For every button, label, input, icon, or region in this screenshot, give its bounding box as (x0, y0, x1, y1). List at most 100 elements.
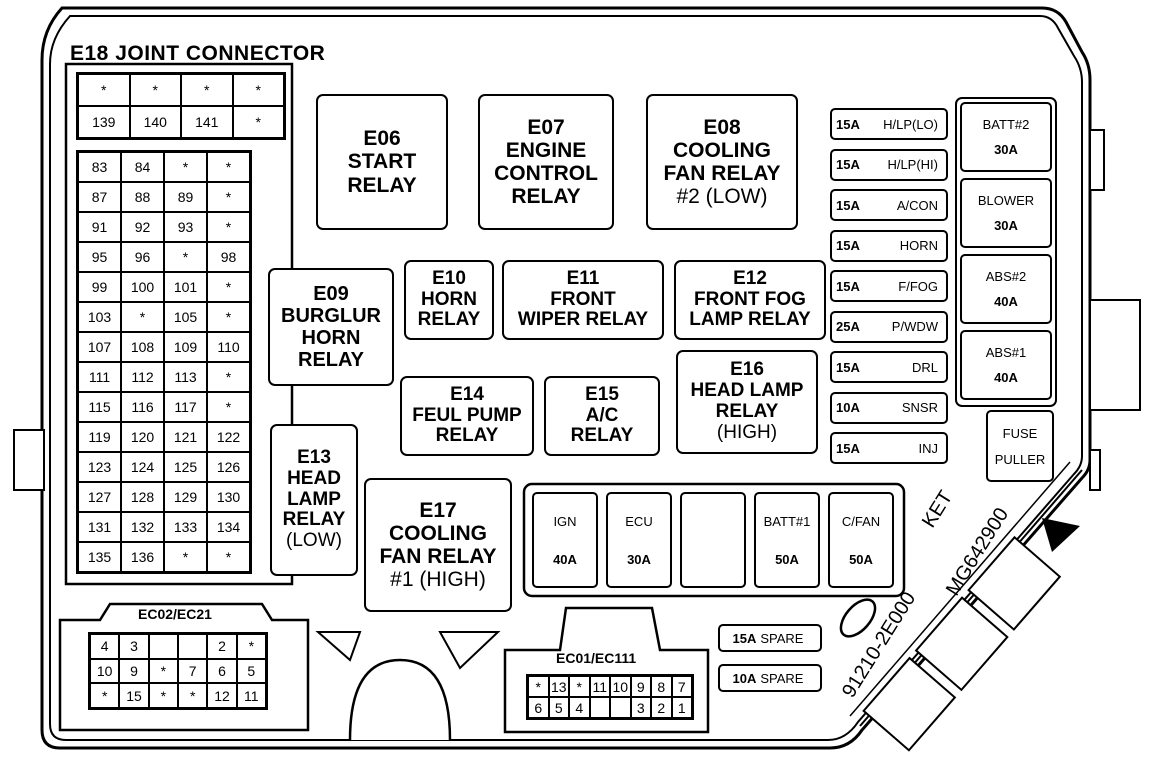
relay-e14-line: RELAY (435, 425, 499, 447)
small-fuse-amp: 15A (836, 197, 860, 213)
ec01-cell: 5 (548, 697, 569, 718)
relay-e10-line: RELAY (417, 309, 481, 331)
ec02-cell: 7 (178, 658, 208, 684)
relay-e08-line: #2 (LOW) (676, 185, 768, 209)
jc-main-cell: * (207, 302, 250, 332)
relay-e08-line: COOLING (673, 138, 771, 162)
jc-main-cell: 127 (78, 482, 121, 512)
relay-e17-line: COOLING (389, 521, 487, 545)
jc-top-cell: * (232, 106, 284, 138)
relay-e08-line: E08 (703, 115, 741, 139)
relay-e10-line: HORN (421, 288, 477, 310)
relay-e07-line: ENGINE (505, 138, 587, 162)
small-fuse-name: SNSR (901, 400, 938, 415)
relay-e09-line: BURGLUR (281, 305, 381, 327)
ec01-cell: 10 (610, 676, 631, 697)
jc-main-cell: 136 (121, 542, 164, 572)
jc-main-cell: * (207, 272, 250, 302)
jc-top-cell: * (181, 74, 233, 106)
jc-main-cell: 105 (164, 302, 207, 332)
ec01-cell (610, 697, 631, 718)
relay-e09-line: HORN (301, 327, 361, 349)
spare-fuse-1-name: SPARE (760, 630, 804, 646)
jc-top-cell: 139 (78, 106, 130, 138)
jc-main-cell: 100 (121, 272, 164, 302)
ec02-cell: * (236, 634, 266, 659)
bottom-fuse-name: IGN (553, 513, 577, 529)
jc-main-cell: 91 (78, 212, 121, 242)
jc-main-cell: 126 (207, 452, 250, 482)
ec01-cell: 4 (569, 697, 590, 718)
jc-main-cell: 112 (121, 362, 164, 392)
jc-main-cell: 99 (78, 272, 121, 302)
jc-main-cell: 125 (164, 452, 207, 482)
jc-main-cell: 115 (78, 392, 121, 422)
jc-main-cell: * (207, 152, 250, 182)
right-fuse-name: BATT#2 (982, 117, 1030, 132)
ec01-cell: 8 (651, 676, 672, 697)
ec01-cell: 13 (548, 676, 569, 697)
right-fuse-name: BLOWER (977, 193, 1035, 208)
ec01-cell (589, 697, 610, 718)
bottom-fuse-amp: 50A (849, 551, 873, 567)
bottom-fuse (680, 492, 746, 588)
ec02-cell: 9 (119, 658, 149, 684)
ec01-cell: * (569, 676, 590, 697)
relay-e12-line: LAMP RELAY (689, 309, 811, 331)
relay-e11-line: E11 (566, 267, 600, 289)
relay-e12-line: E12 (733, 267, 767, 289)
relay-e17-line: FAN RELAY (379, 545, 497, 568)
jc-main-cell: 133 (164, 512, 207, 542)
jc-main-cell: * (207, 212, 250, 242)
jc-main-cell: 119 (78, 422, 121, 452)
jc-main-cell: 128 (121, 482, 164, 512)
jc-main-cell: 110 (207, 332, 250, 362)
bottom-fuse-name: C/FAN (841, 513, 881, 529)
fuse-puller: FUSE PULLER (986, 410, 1054, 482)
jc-main-cell: 131 (78, 512, 121, 542)
jc-main-cell: 83 (78, 152, 121, 182)
jc-top-cell: * (78, 74, 130, 106)
ec02-title: EC02/EC21 (138, 606, 212, 622)
jc-main-cell: 98 (207, 242, 250, 272)
relay-e06-line: RELAY (347, 173, 417, 197)
jc-main-cell: 124 (121, 452, 164, 482)
right-fuse-amp: 30A (994, 218, 1018, 233)
relay-e09-line: E09 (313, 283, 349, 305)
right-fuse-name: ABS#1 (985, 345, 1027, 360)
ec02-cell (148, 634, 178, 659)
small-fuse-name: HORN (899, 238, 938, 253)
relay-e17-line: #1 (HIGH) (390, 568, 486, 592)
ec02-cell: 10 (90, 658, 120, 684)
small-fuse: 10A SNSR (830, 391, 948, 424)
relay-e13-line: E13 (297, 446, 331, 468)
ec02-cell: * (90, 683, 120, 708)
relay-e16-line: (HIGH) (716, 421, 778, 443)
relay-e14-line: E14 (450, 383, 484, 405)
jc-main-cell: 92 (121, 212, 164, 242)
small-fuse-amp: 10A (836, 400, 860, 415)
relay-e13-line: RELAY (282, 509, 346, 531)
jc-main-cell: 101 (164, 272, 207, 302)
small-fuse-amp: 15A (836, 238, 860, 253)
ec02-cell: 6 (207, 658, 237, 684)
relay-e12-line: FRONT FOG (694, 288, 806, 310)
relay-e16-line: HEAD LAMP (690, 380, 804, 402)
joint-connector-title: E18 JOINT CONNECTOR (70, 42, 326, 65)
jc-main-cell: 132 (121, 512, 164, 542)
relay-e07-line: CONTROL (494, 162, 598, 185)
relay-e13-line: LAMP (287, 488, 341, 510)
ec02-cell: * (148, 658, 178, 684)
jc-main-cell: 130 (207, 482, 250, 512)
ec02-cell: 4 (90, 634, 120, 659)
